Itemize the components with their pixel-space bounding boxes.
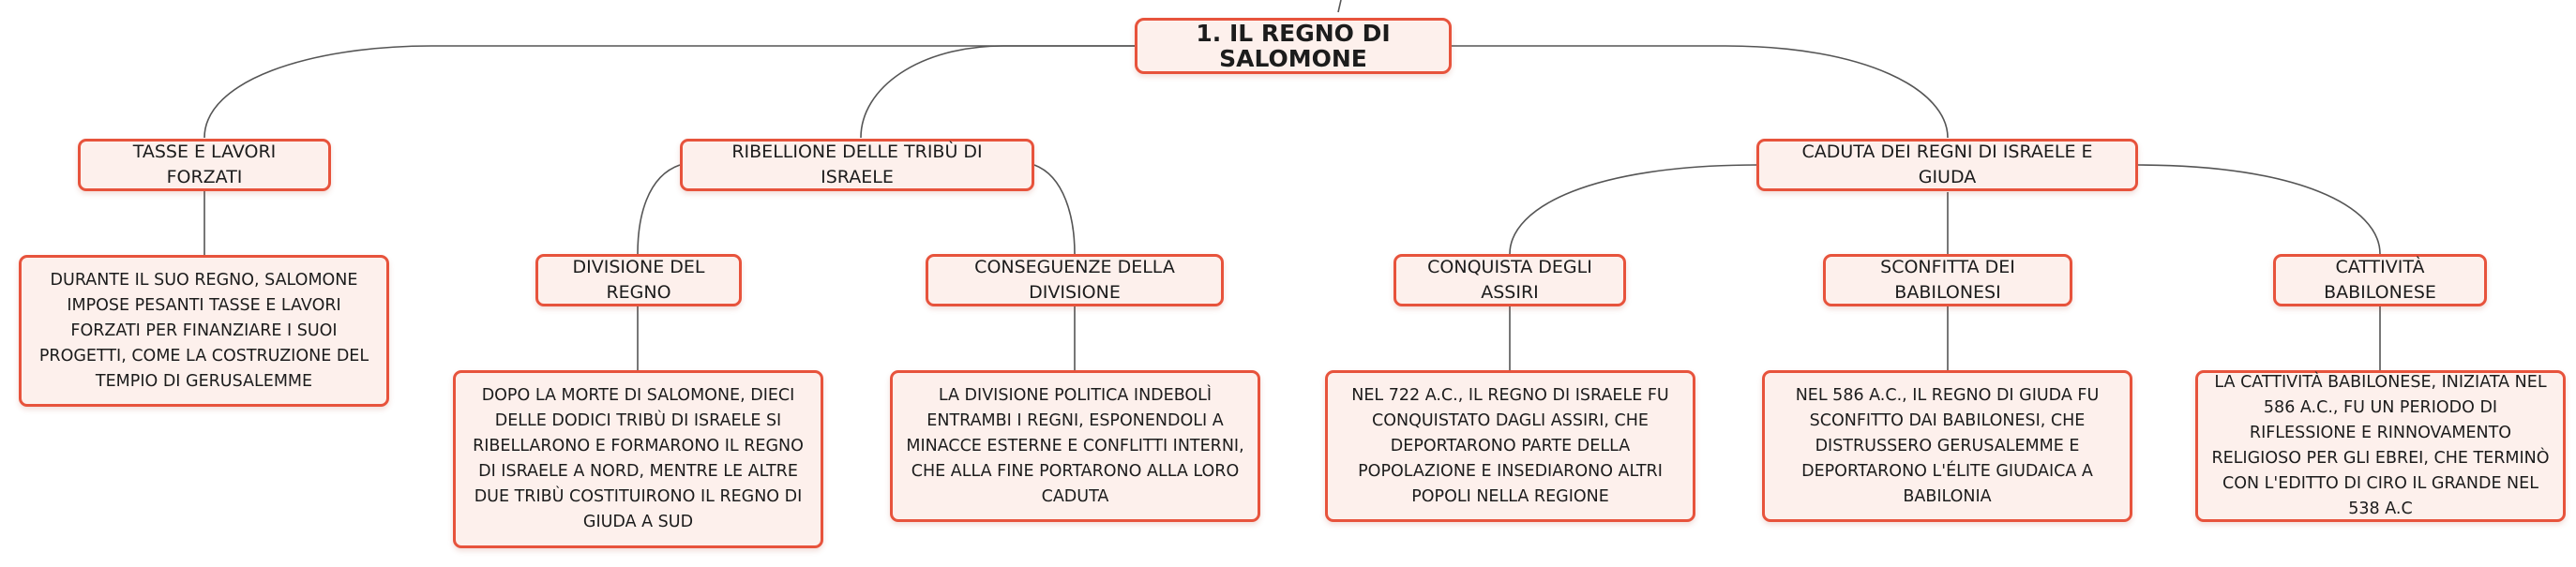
desc-text: DURANTE IL SUO REGNO, SALOMONE IMPOSE PE…	[38, 270, 369, 391]
connector-caduta-cattivita	[2137, 164, 2381, 255]
desc-cattivita[interactable]: LA CATTIVITÀ BABILONESE, INIZIATA NEL 58…	[2195, 370, 2566, 522]
subtopic-cattivita-babilonese[interactable]: CATTIVITÀ BABILONESE	[2273, 254, 2487, 306]
connector-root-caduta	[1452, 45, 1949, 139]
desc-text: NEL 722 A.C., IL REGNO DI ISRAELE FU CON…	[1351, 385, 1669, 506]
desc-babilonesi[interactable]: NEL 586 A.C., IL REGNO DI GIUDA FU SCONF…	[1762, 370, 2132, 522]
connector-root-ribellione	[860, 45, 1135, 139]
root-topic[interactable]: 1. IL REGNO DI SALOMONE	[1135, 18, 1452, 74]
connector-ribellione-divisione	[637, 164, 681, 255]
topic-label: TASSE E LAVORI FORZATI	[132, 142, 277, 187]
subtopic-sconfitta-babilonesi[interactable]: SCONFITTA DEI BABILONESI	[1823, 254, 2072, 306]
topic-ribellione-tribu[interactable]: RIBELLIONE DELLE TRIBÙ DI ISRAELE	[680, 139, 1034, 191]
desc-conseguenze[interactable]: LA DIVISIONE POLITICA INDEBOLÌ ENTRAMBI …	[890, 370, 1260, 522]
desc-text: DOPO LA MORTE DI SALOMONE, DIECI DELLE D…	[473, 386, 804, 531]
subtopic-divisione-regno[interactable]: DIVISIONE DEL REGNO	[535, 254, 742, 306]
desc-tasse[interactable]: DURANTE IL SUO REGNO, SALOMONE IMPOSE PE…	[19, 255, 389, 407]
desc-text: NEL 586 A.C., IL REGNO DI GIUDA FU SCONF…	[1795, 385, 2100, 506]
desc-assiri[interactable]: NEL 722 A.C., IL REGNO DI ISRAELE FU CON…	[1325, 370, 1695, 522]
subtopic-label: CONQUISTA DEGLI ASSIRI	[1427, 257, 1592, 303]
desc-text: LA DIVISIONE POLITICA INDEBOLÌ ENTRAMBI …	[906, 385, 1244, 506]
subtopic-label: DIVISIONE DEL REGNO	[572, 257, 705, 303]
topic-caduta-regni[interactable]: CADUTA DEI REGNI DI ISRAELE E GIUDA	[1756, 139, 2138, 191]
topic-tasse-lavori-forzati[interactable]: TASSE E LAVORI FORZATI	[78, 139, 331, 191]
desc-text: LA CATTIVITÀ BABILONESE, INIZIATA NEL 58…	[2211, 373, 2550, 518]
desc-divisione[interactable]: DOPO LA MORTE DI SALOMONE, DIECI DELLE D…	[453, 370, 823, 548]
subtopic-conquista-assiri[interactable]: CONQUISTA DEGLI ASSIRI	[1393, 254, 1626, 306]
connector-root-tasse	[203, 45, 1135, 139]
root-topic-label: 1. IL REGNO DI SALOMONE	[1196, 20, 1391, 72]
topic-label: CADUTA DEI REGNI DI ISRAELE E GIUDA	[1801, 142, 2093, 187]
subtopic-label: CONSEGUENZE DELLA DIVISIONE	[974, 257, 1175, 303]
subtopic-label: CATTIVITÀ BABILONESE	[2324, 257, 2436, 303]
subtopic-conseguenze-divisione[interactable]: CONSEGUENZE DELLA DIVISIONE	[926, 254, 1224, 306]
topic-label: RIBELLIONE DELLE TRIBÙ DI ISRAELE	[731, 142, 983, 187]
connector-caduta-assiri	[1509, 164, 1757, 255]
connector-root-stub	[1337, 0, 1342, 13]
subtopic-label: SCONFITTA DEI BABILONESI	[1880, 257, 2015, 303]
connector-ribellione-conseguenze	[1033, 164, 1076, 255]
